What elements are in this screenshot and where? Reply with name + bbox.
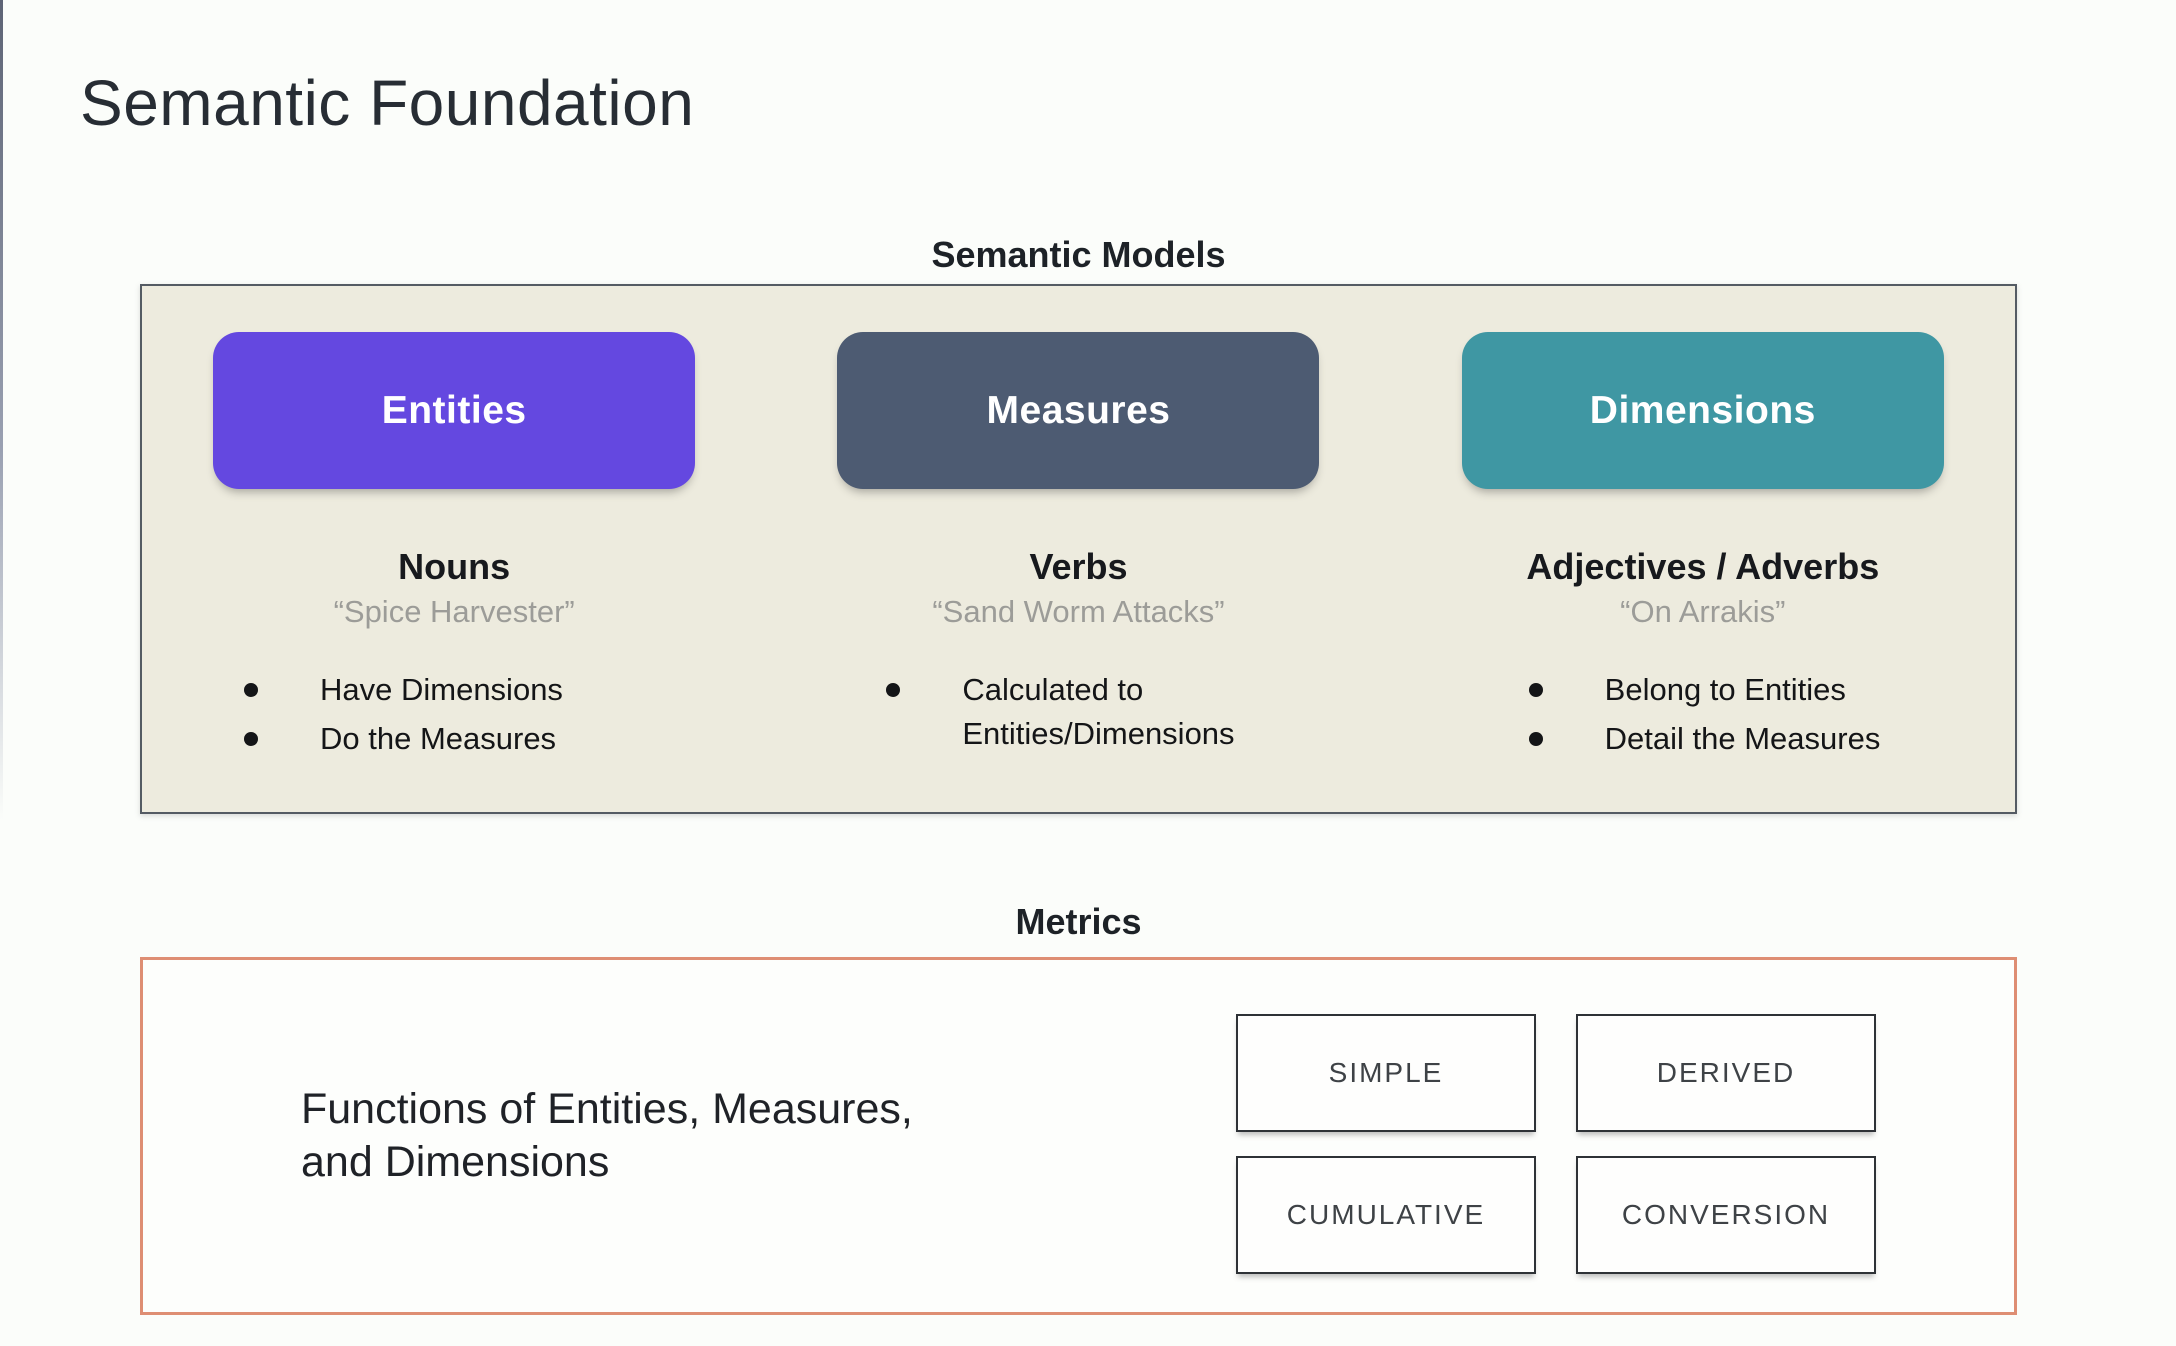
- bullet-marker: [1528, 683, 1543, 697]
- dimensions-node-label: Dimensions: [1589, 388, 1816, 432]
- list-item: Detail the Measures: [1528, 717, 2015, 761]
- measures-bullet-list: Calculated to Entities/Dimensions: [886, 668, 1390, 756]
- slide-title: Semantic Foundation: [80, 67, 695, 139]
- entities-part-of-speech: Nouns: [398, 546, 511, 587]
- list-item: Belong to Entities: [1528, 668, 2015, 712]
- dimensions-column: Dimensions Adjectives / Adverbs “On Arra…: [1391, 286, 2015, 812]
- bullet-text: Calculated to Entities/Dimensions: [962, 672, 1235, 751]
- entities-column: Entities Nouns “Spice Harvester” Have Di…: [142, 286, 766, 812]
- list-item: Have Dimensions: [244, 668, 766, 712]
- measures-node: Measures: [837, 332, 1320, 489]
- metrics-heading: Metrics: [1015, 901, 1142, 942]
- metric-type-card-cumulative: CUMULATIVE: [1236, 1156, 1536, 1274]
- dimensions-part-of-speech: Adjectives / Adverbs: [1526, 546, 1880, 587]
- bullet-marker: [886, 683, 901, 697]
- measures-column: Measures Verbs “Sand Worm Attacks” Calcu…: [766, 286, 1390, 812]
- list-item: Calculated to Entities/Dimensions: [886, 668, 1390, 756]
- semantic-models-heading: Semantic Models: [931, 234, 1226, 275]
- entities-node-label: Entities: [381, 388, 527, 432]
- metric-type-card-derived: DERIVED: [1576, 1014, 1876, 1132]
- entities-node: Entities: [213, 332, 696, 489]
- dimensions-bullet-list: Belong to Entities Detail the Measures: [1528, 668, 2015, 761]
- measures-part-of-speech: Verbs: [1029, 546, 1128, 587]
- metric-type-card-simple: SIMPLE: [1236, 1014, 1536, 1132]
- metric-types-grid: SIMPLE DERIVED CUMULATIVE CONVERSION: [1236, 1014, 1876, 1274]
- metrics-description: Functions of Entities, Measures, and Dim…: [301, 1085, 913, 1186]
- measures-example-quote: “Sand Worm Attacks”: [932, 594, 1225, 629]
- list-item: Do the Measures: [244, 717, 766, 761]
- metrics-panel: Functions of Entities, Measures, and Dim…: [140, 957, 2017, 1315]
- window-edge-line: [0, 0, 3, 820]
- bullet-marker: [244, 732, 258, 746]
- bullet-marker: [244, 683, 258, 697]
- entities-bullet-list: Have Dimensions Do the Measures: [244, 668, 766, 761]
- bullet-marker: [1528, 732, 1543, 746]
- bullet-text: Have Dimensions: [320, 672, 563, 707]
- bullet-text: Do the Measures: [320, 721, 557, 756]
- bullet-text: Belong to Entities: [1604, 672, 1846, 707]
- measures-node-label: Measures: [986, 388, 1171, 432]
- entities-example-quote: “Spice Harvester”: [333, 594, 575, 629]
- dimensions-example-quote: “On Arrakis”: [1620, 594, 1786, 629]
- metric-type-card-conversion: CONVERSION: [1576, 1156, 1876, 1274]
- bullet-text: Detail the Measures: [1604, 721, 1881, 756]
- semantic-models-panel: Entities Nouns “Spice Harvester” Have Di…: [140, 284, 2017, 814]
- dimensions-node: Dimensions: [1461, 332, 1944, 489]
